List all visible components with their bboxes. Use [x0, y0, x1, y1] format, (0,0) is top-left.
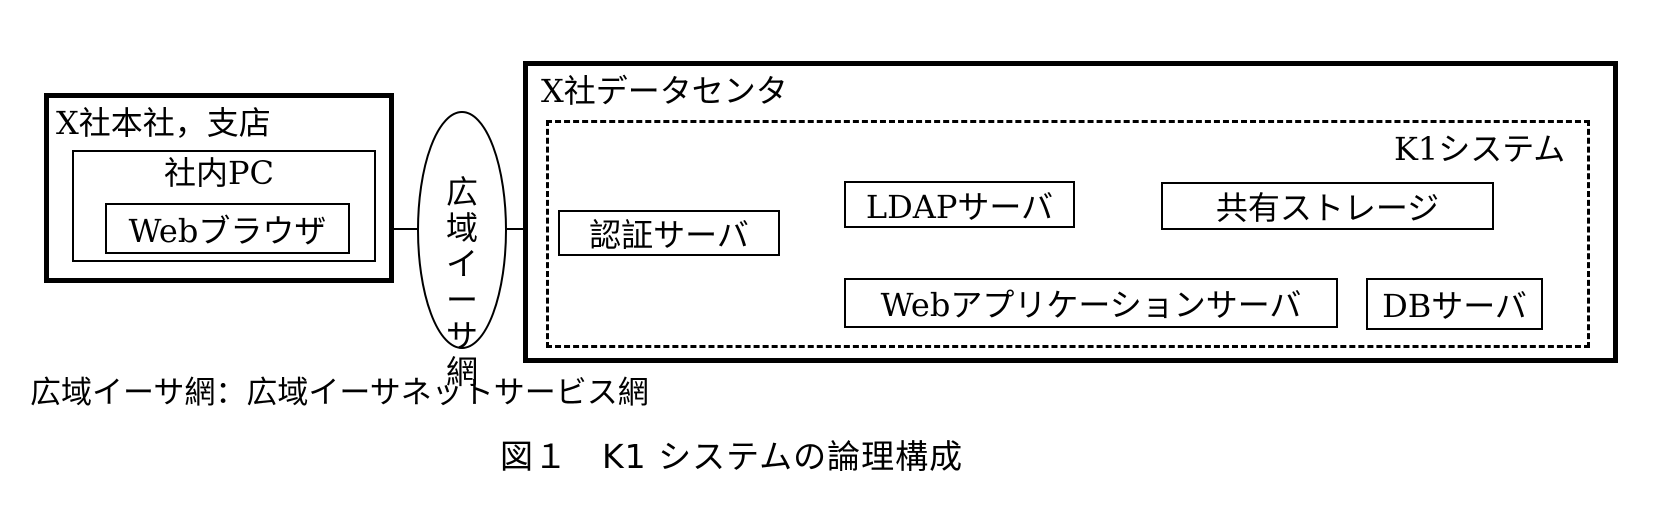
ldap-server-box: LDAPサーバ [844, 181, 1075, 228]
hq-title: X社本社，支店 [56, 104, 271, 142]
wan-label-text: 広域イーサ網 [445, 173, 478, 391]
k1-system-label: K1システム [1394, 130, 1566, 168]
wan-ellipse [417, 111, 507, 349]
db-server-box: DBサーバ [1366, 278, 1543, 330]
web-app-server-box: Webアプリケーションサーバ [844, 278, 1338, 328]
wan-note: 広域イーサ網：広域イーサネットサービス網 [30, 375, 649, 411]
shared-storage-box: 共有ストレージ [1161, 182, 1494, 230]
auth-server-box: 認証サーバ [558, 210, 780, 256]
web-browser-box: Webブラウザ [105, 203, 350, 254]
datacenter-title: X社データセンタ [541, 72, 788, 110]
k1-system-region [546, 120, 1590, 348]
internal-pc-label: 社内PC [164, 154, 275, 192]
figure-caption: 図１ K1 システムの論理構成 [500, 437, 964, 476]
wan-label: 広域イーサ網 [442, 138, 482, 426]
